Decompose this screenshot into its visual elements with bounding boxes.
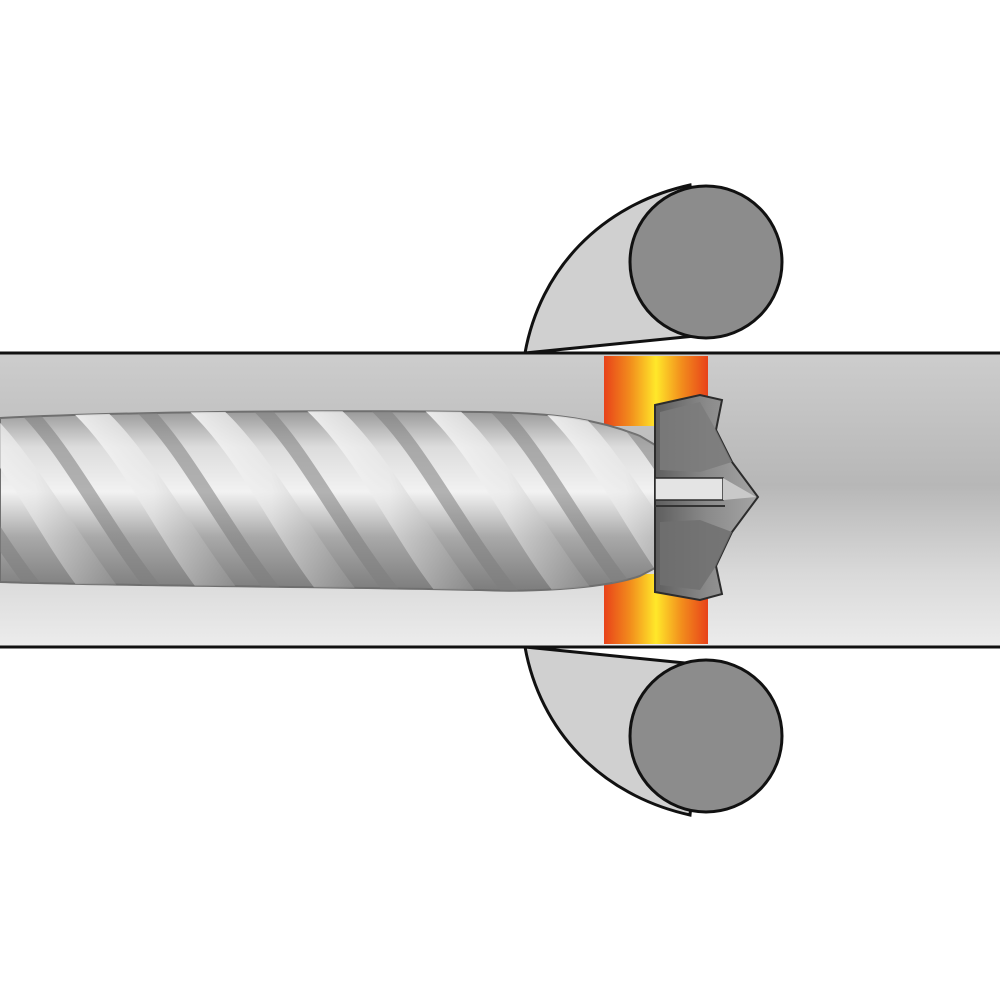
drill-groove-4: [367, 411, 523, 591]
drill-flute-5: [415, 411, 600, 591]
drill-groove-2: [131, 411, 287, 591]
drill-bit: [0, 410, 656, 592]
rebar-section-top: [628, 184, 784, 340]
drill-flute-4: [297, 411, 482, 591]
rebar-section-bottom: [628, 658, 784, 814]
carbide-tip: [654, 393, 760, 602]
drill-groove-5: [485, 411, 641, 591]
drill-groove-1: [13, 411, 169, 591]
tip-lower-facet: [660, 520, 732, 590]
drill-flute-3: [179, 411, 364, 591]
rebar-ring: [523, 183, 784, 817]
drill-flutes: [0, 411, 655, 591]
drill-groove-0: [0, 411, 51, 591]
drill-flute-1: [0, 411, 128, 591]
tip-upper-facet: [660, 402, 732, 472]
drill-flute-2: [61, 411, 246, 591]
tip-cutting-edge: [654, 477, 724, 501]
drill-groove-3: [249, 411, 405, 591]
drill-flute-6: [533, 411, 655, 591]
tip-point: [723, 478, 756, 500]
